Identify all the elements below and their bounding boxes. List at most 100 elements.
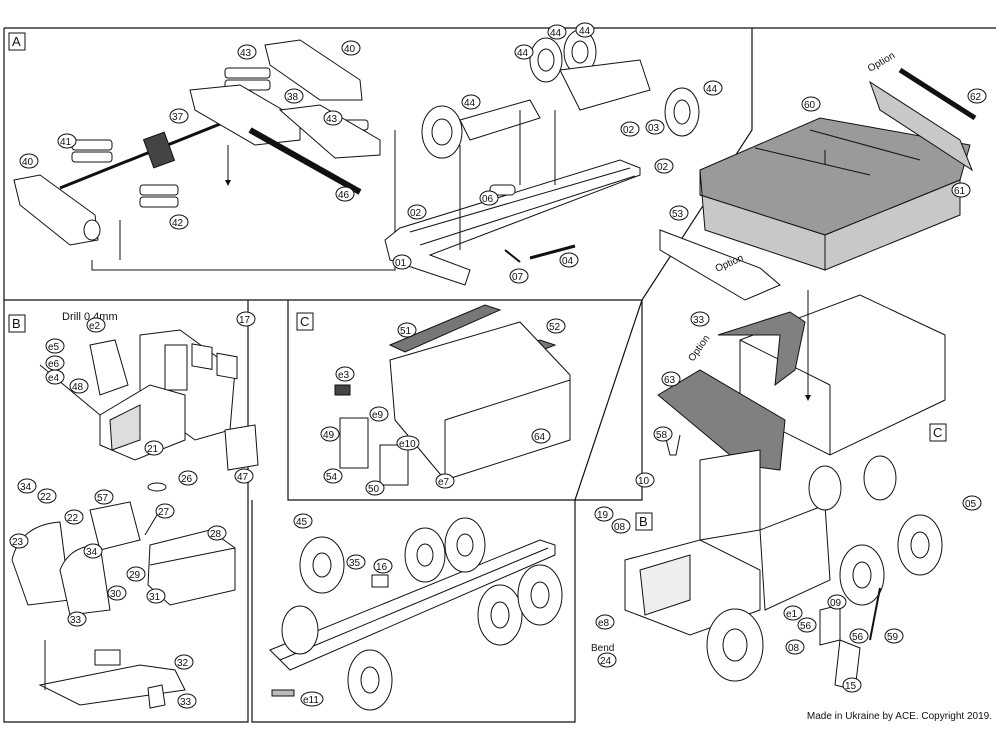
part-label-e9: e9 [369, 406, 389, 422]
panel-borders [3, 27, 996, 723]
svg-text:07: 07 [512, 272, 524, 283]
suspension-arm-mid [189, 84, 301, 146]
panel-ref-c: C [929, 423, 947, 442]
svg-text:60: 60 [804, 100, 816, 111]
svg-text:63: 63 [664, 375, 676, 386]
svg-text:33: 33 [693, 315, 705, 326]
suspension-arm-right [278, 104, 381, 159]
bend-note: Bend [591, 643, 614, 654]
glass-17b [216, 352, 238, 380]
part-label-p22b: 22 [64, 509, 84, 525]
part-label-p30: 30 [107, 585, 127, 601]
svg-text:38: 38 [287, 92, 299, 103]
svg-text:04: 04 [562, 256, 574, 267]
tarp-side-right [824, 179, 961, 271]
part-label-p47: 47 [234, 468, 254, 484]
part-label-e10: e10 [396, 435, 420, 451]
wheel-lower-6 [517, 564, 563, 626]
part-label-p61: 61 [951, 182, 971, 198]
svg-text:34: 34 [20, 482, 32, 493]
bench-51 [388, 304, 502, 353]
part-label-e7: e7 [435, 473, 455, 489]
part-label-p07: 07 [509, 268, 529, 284]
part-label-p58: 58 [653, 426, 673, 442]
part-label-p46: 46 [335, 186, 355, 202]
part-label-p60: 60 [801, 96, 821, 112]
panel-truck-assembly [624, 150, 946, 691]
svg-text:44: 44 [464, 98, 476, 109]
wheel-rear-right [664, 87, 700, 137]
svg-text:e6: e6 [48, 359, 60, 370]
part-label-p34a: 34 [17, 478, 37, 494]
cargo-box-64 [389, 321, 571, 481]
svg-text:53: 53 [672, 209, 684, 220]
svg-text:22: 22 [40, 492, 52, 503]
part-label-p43b: 43 [323, 110, 343, 126]
wheel-lower-2 [347, 649, 393, 711]
cover-33 [717, 311, 806, 387]
svg-text:56: 56 [852, 632, 864, 643]
svg-text:06: 06 [482, 194, 494, 205]
svg-text:41: 41 [60, 137, 72, 148]
part-label-p24: 24 [597, 652, 617, 668]
wheel-lower-5 [477, 584, 523, 646]
truck-wheel-back-2 [863, 455, 897, 501]
part-label-p26: 26 [178, 470, 198, 486]
svg-text:e3: e3 [338, 370, 350, 381]
part-label-p02c: 02 [654, 158, 674, 174]
part-label-p45: 45 [293, 513, 313, 529]
part-label-p33c: 33 [690, 311, 710, 327]
svg-text:44: 44 [550, 28, 562, 39]
tank-06 [489, 184, 516, 196]
spare-wheel-45 [299, 536, 345, 594]
option-note-cover: Option [686, 333, 712, 363]
svg-text:29: 29 [129, 570, 141, 581]
part-label-p62: 62 [967, 88, 987, 104]
pedal-base [94, 649, 121, 666]
part-label-p33b: 33 [177, 693, 197, 709]
cab-door [759, 504, 831, 611]
panel-tag-a: A [8, 32, 26, 51]
part-label-p43a: 43 [237, 44, 257, 60]
svg-text:56: 56 [800, 621, 812, 632]
part-label-p34b: 34 [83, 543, 103, 559]
svg-text:47: 47 [237, 472, 249, 483]
part-label-p37: 37 [169, 108, 189, 124]
tarp-rear-61 [869, 80, 974, 172]
svg-text:44: 44 [706, 84, 718, 95]
wheel-lower-4 [444, 517, 486, 573]
svg-text:42: 42 [172, 218, 184, 229]
part-label-p44c: 44 [461, 94, 481, 110]
shovel-58 [664, 434, 681, 456]
door-48 [89, 339, 129, 396]
svg-text:35: 35 [349, 558, 361, 569]
part-label-p21: 21 [144, 440, 164, 456]
svg-text:e8: e8 [598, 618, 610, 629]
part-label-p54: 54 [323, 468, 343, 484]
part-label-p29: 29 [126, 566, 146, 582]
svg-text:08: 08 [614, 522, 626, 533]
svg-text:C: C [300, 314, 309, 329]
wheel-lower-1 [281, 605, 319, 655]
cab-frame-assembly [699, 449, 761, 541]
svg-text:e10: e10 [399, 439, 416, 450]
svg-text:33: 33 [70, 615, 82, 626]
part-label-p49: 49 [320, 426, 340, 442]
part-label-e6: e6 [45, 355, 65, 371]
svg-text:e4: e4 [48, 373, 60, 384]
part-label-p22a: 22 [37, 488, 57, 504]
part-label-p56a: 56 [797, 617, 817, 633]
svg-text:28: 28 [210, 529, 222, 540]
panel-canopy [659, 67, 977, 301]
svg-text:B: B [12, 316, 21, 331]
wheel-rear-top-2 [563, 29, 597, 75]
roll-62 [898, 67, 977, 121]
svg-text:16: 16 [376, 562, 388, 573]
lamp-e3 [334, 384, 351, 396]
part-label-p01: 01 [392, 254, 412, 270]
chassis-frame-01 [384, 159, 641, 286]
box-16 [371, 574, 389, 588]
svg-text:58: 58 [656, 430, 668, 441]
truck-wheel-back-1 [808, 465, 842, 511]
panel-chassis-bottom [269, 517, 563, 711]
